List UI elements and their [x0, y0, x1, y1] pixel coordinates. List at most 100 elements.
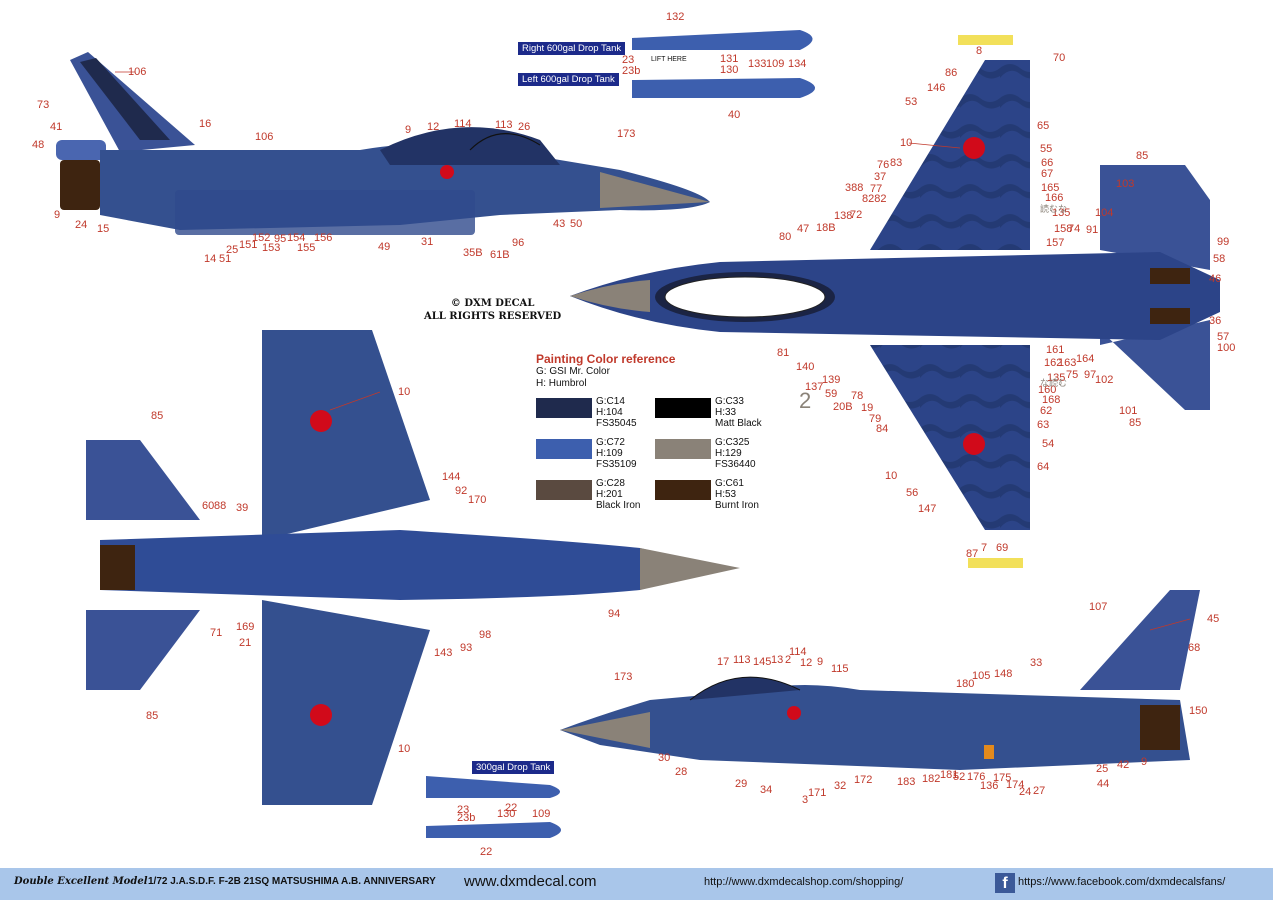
callout: 172: [854, 774, 872, 786]
callout: 3: [802, 794, 808, 806]
callout-leaders: [115, 71, 1191, 631]
callout: 170: [468, 494, 486, 506]
callout: 103: [1116, 178, 1134, 190]
callout: 67: [1041, 168, 1053, 180]
callout: 85: [151, 410, 163, 422]
upper-wing-left: [870, 60, 1030, 250]
callout: 91: [1086, 224, 1098, 236]
callout: 93: [460, 642, 472, 654]
callout: 9: [1141, 756, 1147, 768]
callout: 136: [980, 780, 998, 792]
copyright-line: © DXM DECAL: [450, 298, 535, 309]
callout: 27: [1033, 785, 1045, 797]
radome-plan: [570, 280, 650, 312]
callout: 55: [1040, 143, 1052, 155]
callout: 154: [287, 232, 305, 244]
facebook-icon[interactable]: f: [995, 873, 1015, 893]
swatch-code-line: G:C72: [596, 437, 625, 448]
swatch-code-line: Matt Black: [715, 418, 762, 429]
callout: 53: [905, 96, 917, 108]
callout: 73: [37, 99, 49, 111]
color-reference: Painting Color reference G: GSI Mr. Colo…: [536, 352, 796, 390]
callout: 75: [1066, 369, 1078, 381]
callout: 24: [1019, 786, 1031, 798]
legend-gsi: G: GSI Mr. Color: [536, 366, 610, 377]
callout: 79: [869, 413, 881, 425]
facebook-link[interactable]: https://www.facebook.com/dxmdecalsfans/: [1018, 876, 1226, 888]
callout: 77: [870, 183, 882, 195]
callout: 39: [236, 502, 248, 514]
drop-tank-300: [426, 776, 561, 838]
callout: 22: [505, 802, 517, 814]
lift-here-label: LIFT HERE: [651, 56, 687, 63]
callout: 23b: [622, 65, 640, 77]
callout: 2: [785, 654, 791, 666]
callout: 14: [204, 253, 216, 265]
callout: 56: [906, 487, 918, 499]
color-swatch: [655, 439, 711, 459]
canopy-glass: [664, 276, 826, 318]
hinomaru-marking: [440, 165, 454, 179]
callout: 97: [1084, 369, 1096, 381]
plan-view-lower: [86, 330, 740, 805]
callout: 69: [996, 542, 1008, 554]
callout: 106: [255, 131, 273, 143]
drop-tanks-600: [632, 30, 815, 98]
callout: 180: [956, 678, 974, 690]
side-view-lower: [560, 590, 1200, 770]
callout: 83: [890, 157, 902, 169]
callout: 181: [940, 769, 958, 781]
aircraft-drawings: 2 106 73 41 48 16: [32, 11, 1235, 858]
callout: 44: [1097, 778, 1109, 790]
plan-view-upper: 2: [570, 35, 1220, 568]
callout: 63: [1037, 419, 1049, 431]
callout: 9: [817, 656, 823, 668]
left-600-tank-label: Left 600gal Drop Tank: [518, 73, 619, 86]
website-link[interactable]: www.dxmdecal.com: [464, 873, 597, 890]
callout: 139: [822, 374, 840, 386]
upper-wing-right: [870, 345, 1030, 530]
callout: 76: [877, 159, 889, 171]
callout: 166: [1045, 192, 1063, 204]
orange-marking: [984, 745, 994, 759]
lower-wing-bottom: [262, 600, 430, 805]
swatch-code-line: G:C325: [715, 437, 750, 448]
callout: 10: [885, 470, 897, 482]
callout: 81: [777, 347, 789, 359]
nozzle-plan-1: [1150, 268, 1190, 284]
callout: 23b: [457, 812, 475, 824]
callout: 146: [927, 82, 945, 94]
callout: 28: [675, 766, 687, 778]
color-swatch: [536, 439, 592, 459]
callout: 34: [760, 784, 772, 796]
callout: 26: [518, 121, 530, 133]
300-tank-top: [426, 822, 561, 838]
footer-bar: Double Excellent Model 1/72 J.A.S.D.F. F…: [0, 868, 1273, 900]
kana-marking: な読む: [1040, 377, 1067, 389]
callout: 143: [434, 647, 452, 659]
callout: 87: [966, 548, 978, 560]
right-600-tank: [632, 30, 813, 50]
callout: 101: [1119, 405, 1137, 417]
callout: 12: [427, 121, 439, 133]
leader-line: [1149, 618, 1191, 631]
callout: 25: [1096, 763, 1108, 775]
shop-link[interactable]: http://www.dxmdecalshop.com/shopping/: [704, 876, 904, 888]
tailpipe-upper: [56, 140, 106, 160]
kana-markings: 読むな な読む: [1040, 203, 1067, 389]
h-stab-lower: [1100, 320, 1210, 410]
callout: 109: [766, 58, 784, 70]
callout: 29: [735, 778, 747, 790]
canopy-lower-side: [689, 676, 801, 701]
callout: 58: [1213, 253, 1225, 265]
nozzle-lower: [100, 545, 135, 590]
swatch-code-line: H:53: [715, 489, 737, 500]
callout: 147: [918, 503, 936, 515]
callout: 62: [1040, 405, 1052, 417]
callout: 59: [825, 388, 837, 400]
callout: 88: [214, 500, 226, 512]
fuselage-lower-side: [560, 685, 1190, 770]
copyright-block: © DXM DECAL ALL RIGHTS RESERVED: [424, 297, 561, 323]
